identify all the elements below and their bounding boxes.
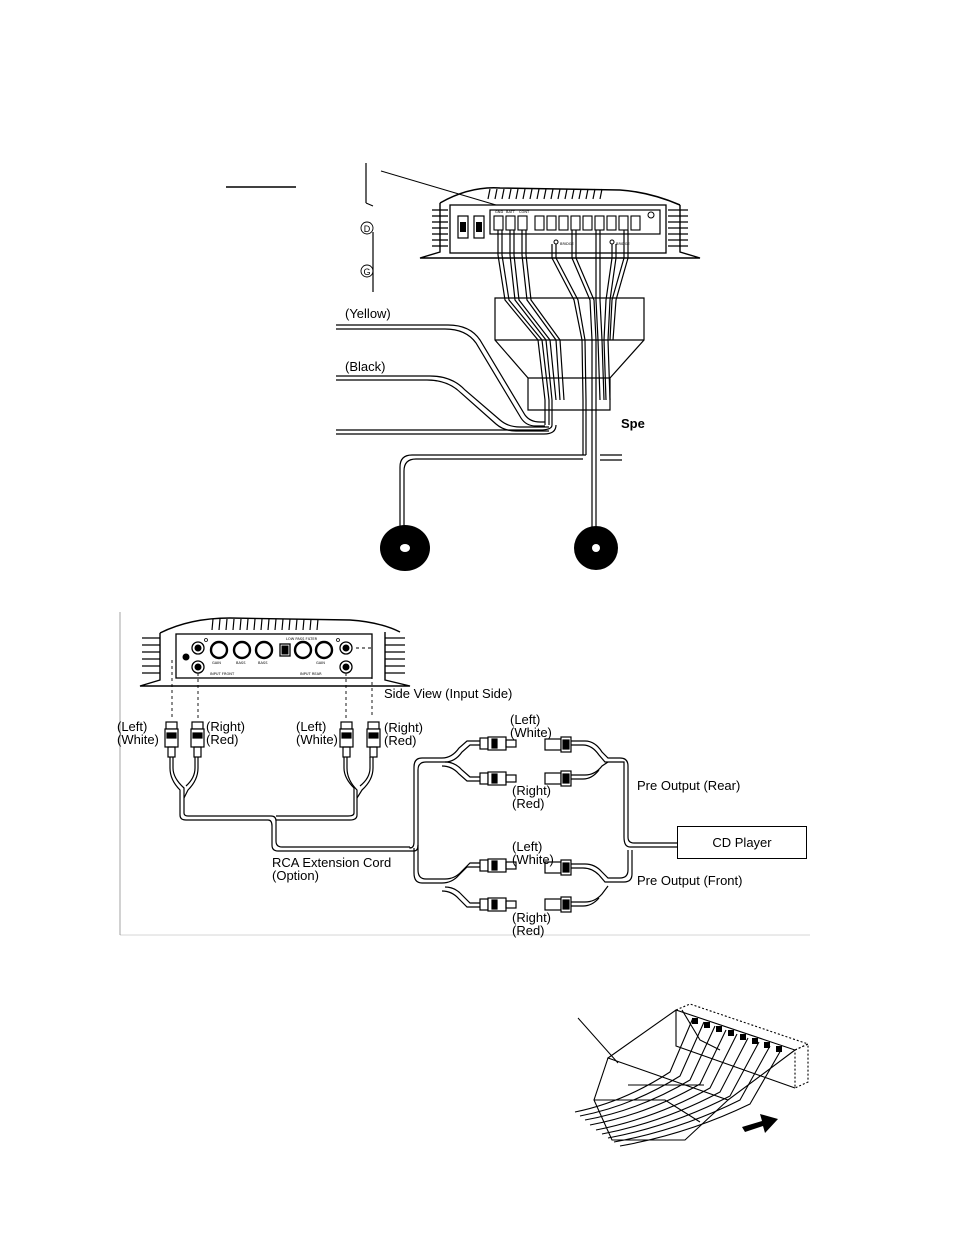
panel-input-rear: INPUT REAR [300, 672, 322, 676]
pre-output-front-label: Pre Output (Front) [637, 873, 743, 888]
mark-d: D [363, 224, 371, 234]
rca-extension-cord-label: RCA Extension Cord (Option) [272, 856, 391, 882]
rear-right-red-label: (Right) (Red) [512, 784, 551, 810]
amp-wiring-drawing: GND BATT CONT BRIDGE BRIDGE [226, 163, 701, 571]
right-label-1: (Right) [206, 719, 246, 734]
front-red-label: (Red) [512, 923, 545, 938]
left-label-2: (Left) [296, 719, 327, 734]
white-label-1: (White) [117, 732, 159, 747]
yellow-wire-label: (Yellow) [345, 306, 391, 321]
terminal-cont-label: CONT [519, 210, 530, 214]
amp-rear-right-label: (Right) (Red) [384, 721, 423, 747]
front-right-red-label: (Right) (Red) [512, 911, 551, 937]
white-label-2: (White) [296, 732, 338, 747]
panel-lowpass-label: LOW PASS FILTER [286, 637, 318, 641]
panel-gain-label-2: GAIN [316, 661, 325, 665]
amp-rear-left-label: (Left) (White) [296, 720, 338, 746]
panel-bass-label-1: BASS [236, 661, 246, 665]
speaker-partial-label: Spe [621, 416, 645, 431]
cd-player-box: CD Player [677, 826, 807, 859]
option-text: (Option) [272, 868, 319, 883]
rca-plug-group-front [164, 721, 381, 758]
bridge-label-1: BRIDGE [560, 242, 575, 246]
bridge-label-2: BRIDGE [616, 242, 631, 246]
rear-left-label: (Left) [510, 712, 541, 727]
front-white-label: (White) [512, 852, 554, 867]
rear-right-label: (Right) [512, 783, 552, 798]
front-left-white-label: (Left) (White) [512, 840, 554, 866]
right-label-2: (Right) [384, 720, 424, 735]
black-wire-label: (Black) [345, 359, 386, 374]
red-label-2: (Red) [384, 733, 417, 748]
panel-bass-label-2: BASS [258, 661, 268, 665]
side-view-label: Side View (Input Side) [384, 686, 513, 701]
panel-input-front: INPUT FRONT [210, 672, 235, 676]
amplifier-front-body: GND BATT CONT BRIDGE BRIDGE [419, 187, 701, 259]
amp-front-right-label: (Right) (Red) [206, 720, 245, 746]
panel-gain-label-1: GAIN [212, 661, 221, 665]
rear-left-white-label: (Left) (White) [510, 713, 552, 739]
left-label-1: (Left) [117, 719, 148, 734]
terminal-batt-label: BATT [506, 210, 516, 214]
pre-output-rear-label: Pre Output (Rear) [637, 778, 741, 793]
red-label-1: (Red) [206, 732, 239, 747]
extension-cord-text: RCA Extension Cord [272, 855, 392, 870]
rear-white-label: (White) [510, 725, 552, 740]
front-left-label: (Left) [512, 839, 543, 854]
amplifier-side-view [139, 617, 411, 687]
amp-front-left-label: (Left) (White) [117, 720, 159, 746]
rear-red-label: (Red) [512, 796, 545, 811]
terminal-gnd-label: GND [495, 210, 503, 214]
insert-arrow-icon [742, 1114, 778, 1133]
front-right-label: (Right) [512, 910, 552, 925]
mark-g: G [363, 267, 371, 277]
